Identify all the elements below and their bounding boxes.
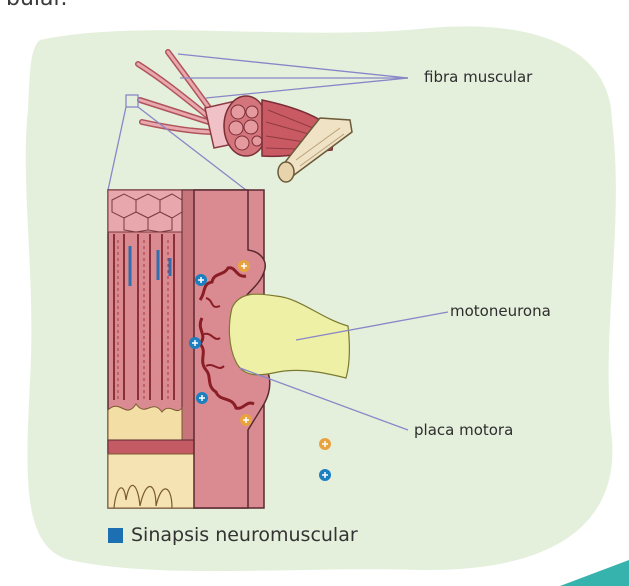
label-fibra-muscular: fibra muscular bbox=[424, 68, 532, 86]
figure-caption: Sinapsis neuromuscular bbox=[108, 524, 358, 546]
caption-square-icon bbox=[108, 528, 123, 543]
teal-accent bbox=[560, 560, 629, 586]
label-motoneurona: motoneurona bbox=[450, 302, 551, 320]
label-placa-motora: placa motora bbox=[414, 421, 513, 439]
caption-text: Sinapsis neuromuscular bbox=[131, 524, 358, 546]
